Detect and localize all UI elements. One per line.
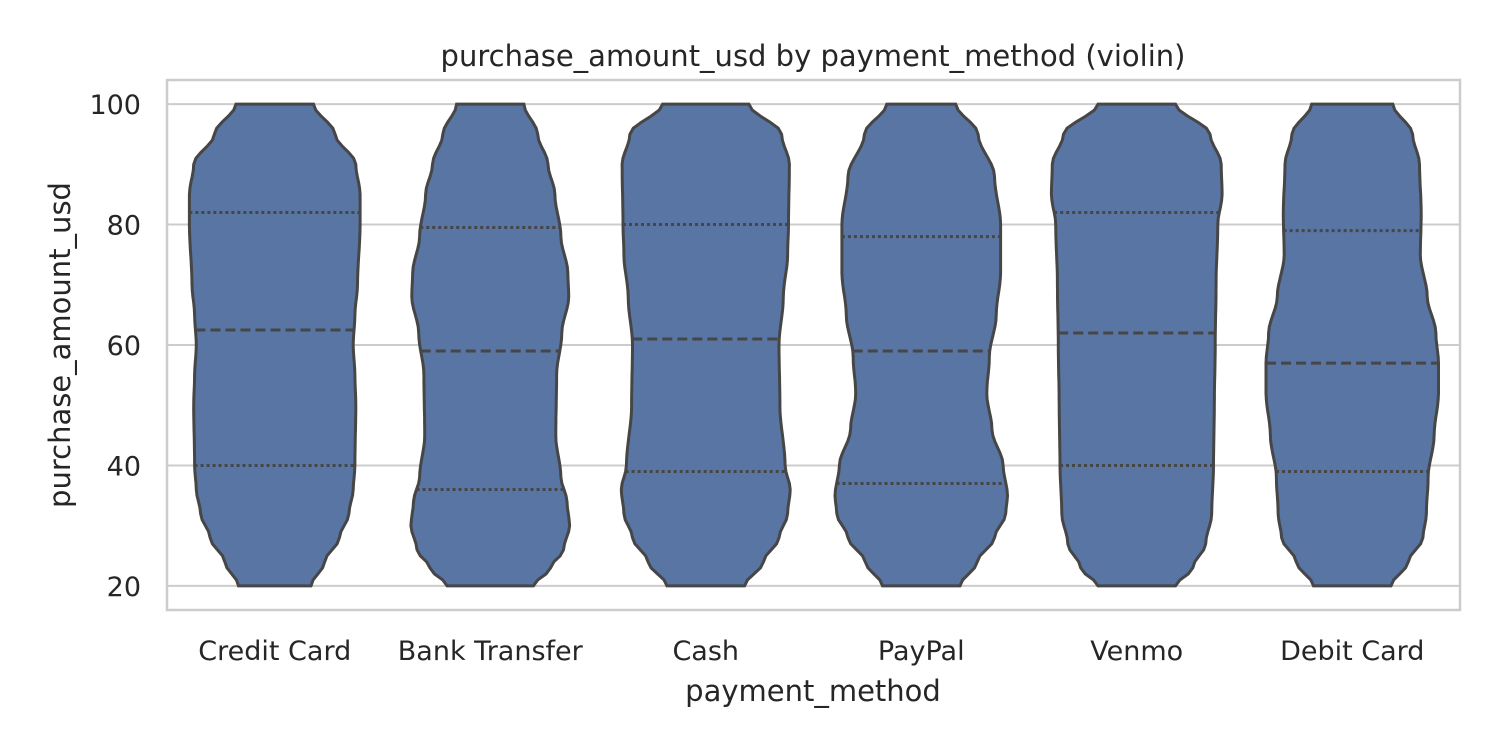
y-tick-label: 80 — [107, 211, 141, 242]
y-tick-labels: 20 40 60 80 100 — [89, 90, 141, 603]
x-tick-label: Debit Card — [1280, 636, 1424, 667]
violin-paypal — [833, 102, 1010, 588]
violin-credit-card — [187, 102, 362, 588]
x-tick-label: PayPal — [878, 636, 965, 667]
y-tick-label: 40 — [107, 451, 141, 482]
x-tick-label: Cash — [672, 636, 739, 667]
x-tick-label: Credit Card — [198, 636, 351, 667]
violin-venmo — [1049, 102, 1224, 588]
y-tick-label: 60 — [107, 331, 141, 362]
x-tick-label: Bank Transfer — [398, 636, 584, 667]
y-axis-label: purchase_amount_usd — [43, 182, 77, 508]
violin-bank-transfer — [409, 102, 572, 588]
chart-title: purchase_amount_usd by payment_method (v… — [441, 39, 1186, 73]
grid-layer — [167, 103, 1460, 587]
x-tick-label: Venmo — [1090, 636, 1183, 667]
x-tick-labels: Credit Card Bank Transfer Cash PayPal Venmo D… — [198, 636, 1424, 667]
violin-debit-card — [1264, 102, 1440, 588]
plot-frame — [165, 78, 1462, 612]
violin-cash — [619, 102, 792, 588]
y-tick-label: 100 — [89, 90, 141, 121]
x-axis-label: payment_method — [685, 674, 941, 708]
violin-layer — [187, 102, 1440, 588]
y-tick-label: 20 — [107, 572, 141, 603]
